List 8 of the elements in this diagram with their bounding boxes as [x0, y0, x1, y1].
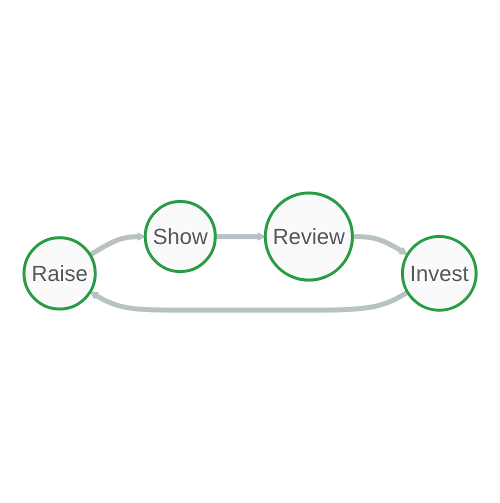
arrow: [215, 232, 266, 241]
arrow: [352, 234, 408, 255]
node-circle: Show: [144, 200, 217, 273]
node-circle: Raise: [22, 236, 97, 310]
arrow: [88, 232, 146, 257]
node-circle: Invest: [400, 234, 478, 312]
node-circle: Review: [264, 191, 354, 282]
arrow: [90, 290, 409, 313]
